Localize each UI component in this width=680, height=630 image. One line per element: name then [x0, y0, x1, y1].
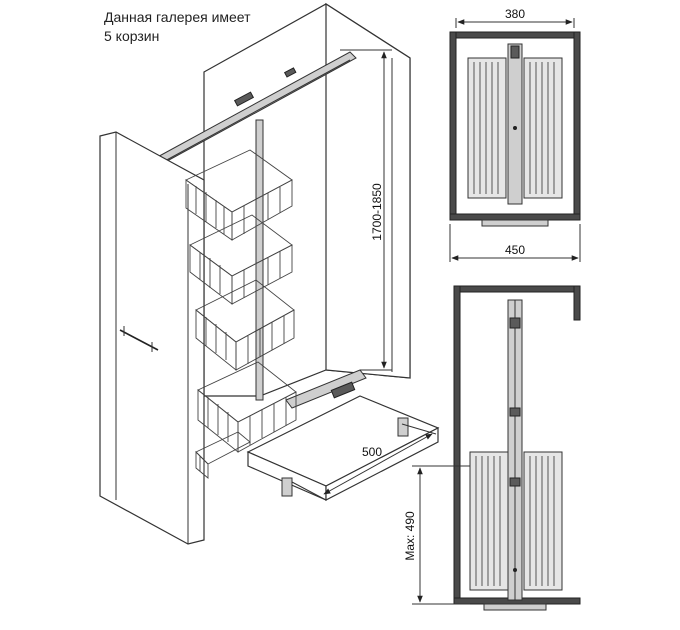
side-view: Max: 490 — [403, 285, 581, 611]
foot-left — [281, 477, 293, 497]
basket-3 — [195, 279, 295, 371]
height-dimension: 1700-1850 — [340, 49, 392, 371]
cabinet-isometric — [99, 2, 440, 545]
depth-dimension: 500 — [291, 423, 437, 501]
basket-2 — [189, 214, 293, 305]
caption-line-2: 5 корзин — [104, 28, 160, 44]
max-pullout-label: Max: 490 — [403, 511, 417, 561]
top-width-outer-label: 450 — [505, 243, 525, 257]
depth-label: 500 — [362, 445, 382, 459]
basket-1 — [185, 149, 293, 241]
bottom-rail — [285, 369, 367, 409]
caption-line-1: Данная галерея имеет — [104, 9, 251, 25]
top-view: 380 450 — [449, 7, 581, 262]
cabinet-right-panel — [325, 2, 411, 379]
diagram-caption: Данная галерея имеет 5 корзин — [104, 8, 251, 46]
top-width-inner-label: 380 — [505, 7, 525, 21]
basket-4 — [197, 361, 297, 453]
basket-5 — [195, 431, 251, 479]
height-label: 1700-1850 — [370, 183, 384, 241]
foot-right — [397, 417, 409, 437]
